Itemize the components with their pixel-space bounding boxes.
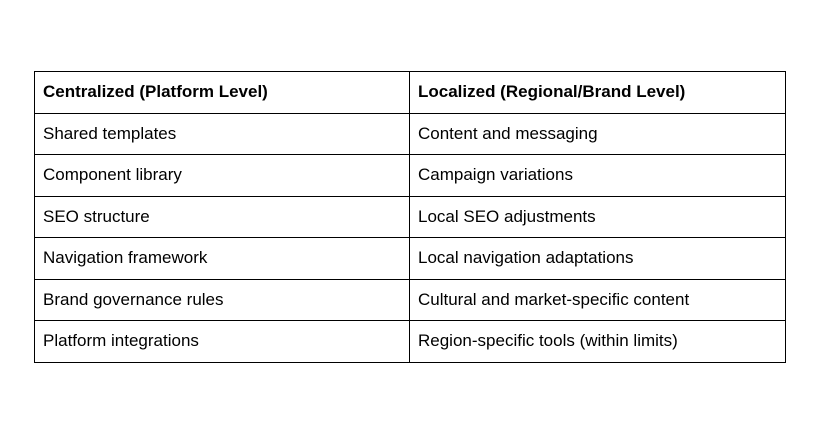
cell-localized: Cultural and market-specific content — [409, 278, 786, 321]
cell-centralized: Brand governance rules — [34, 278, 410, 321]
cell-centralized: Platform integrations — [34, 320, 410, 363]
cell-localized: Campaign variations — [409, 154, 786, 197]
table-row: SEO structure Local SEO adjustments — [34, 195, 786, 238]
cell-centralized: Shared templates — [34, 112, 410, 155]
comparison-table: Centralized (Platform Level) Localized (… — [34, 71, 786, 363]
table-row: Brand governance rules Cultural and mark… — [34, 278, 786, 321]
table-row: Platform integrations Region-specific to… — [34, 320, 786, 363]
comparison-table-container: Centralized (Platform Level) Localized (… — [34, 71, 786, 363]
cell-localized: Local SEO adjustments — [409, 195, 786, 238]
header-centralized: Centralized (Platform Level) — [34, 71, 410, 114]
table-row: Shared templates Content and messaging — [34, 112, 786, 155]
cell-centralized: Component library — [34, 154, 410, 197]
cell-localized: Region-specific tools (within limits) — [409, 320, 786, 363]
cell-centralized: SEO structure — [34, 195, 410, 238]
header-localized: Localized (Regional/Brand Level) — [409, 71, 786, 114]
table-row: Component library Campaign variations — [34, 154, 786, 197]
cell-centralized: Navigation framework — [34, 237, 410, 280]
cell-localized: Local navigation adaptations — [409, 237, 786, 280]
cell-localized: Content and messaging — [409, 112, 786, 155]
table-row: Navigation framework Local navigation ad… — [34, 237, 786, 280]
table-header-row: Centralized (Platform Level) Localized (… — [34, 71, 786, 114]
